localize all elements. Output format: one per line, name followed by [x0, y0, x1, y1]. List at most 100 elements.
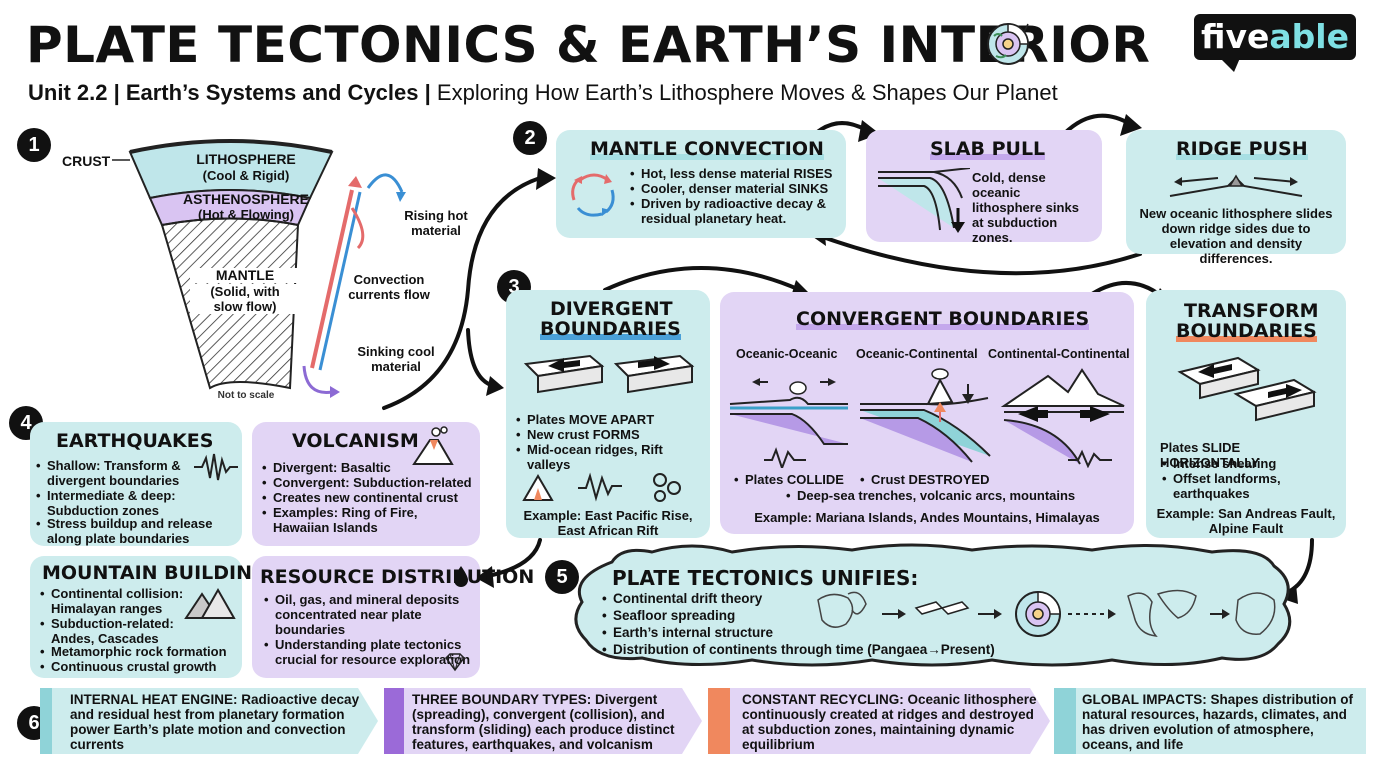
mantle-desc-1: (Solid, with: [190, 284, 300, 299]
unifies-item: Seafloor spreading: [602, 607, 1022, 624]
footer-bold: GLOBAL IMPACTS:: [1082, 692, 1207, 707]
divergent-card: DIVERGENT BOUNDARIES Plates MOVE APART N…: [506, 290, 710, 538]
convection-label-1: Convection: [353, 272, 425, 287]
sinking-label-2: material: [371, 359, 421, 374]
mantle-convection-title: MANTLE CONVECTION: [590, 138, 824, 160]
convergent-type-oo: Oceanic-Oceanic: [736, 347, 838, 361]
divergent-title-1: DIVERGENT: [550, 298, 673, 320]
footer-card-global-impacts: GLOBAL IMPACTS: Shapes distribution of n…: [1054, 688, 1366, 754]
footer-bold: THREE BOUNDARY TYPES:: [412, 692, 592, 707]
convection-label-2: currents flow: [348, 287, 430, 302]
convergent-title: CONVERGENT BOUNDARIES: [796, 308, 1090, 330]
convection-item: Driven by radioactive decay & residual p…: [630, 196, 840, 226]
resource-card: RESOURCE DISTRIBUTION Oil, gas, and mine…: [252, 556, 534, 678]
lithosphere-label: LITHOSPHERE: [196, 151, 296, 167]
volcanism-item: Convergent: Subduction-related: [262, 475, 476, 490]
unifies-item: Continental drift theory: [602, 590, 1022, 607]
page-subtitle: Unit 2.2 | Earth’s Systems and Cycles | …: [28, 80, 1058, 106]
divergent-item: Mid-ocean ridges, Rift valleys: [516, 442, 706, 472]
footer-card-boundary-types: THREE BOUNDARY TYPES: Divergent (spreadi…: [384, 688, 704, 754]
footer-text: Divergent (spreading), convergent (colli…: [412, 692, 675, 752]
divergent-title-2: BOUNDARIES: [540, 318, 681, 340]
convection-cycle-icon: [571, 173, 615, 217]
logo-speech-tail: [1220, 58, 1240, 72]
earthquake-item: Stress buildup and release along plate b…: [36, 516, 236, 546]
section-number-2: 2: [513, 121, 547, 155]
volcanism-item: Divergent: Basaltic: [262, 460, 476, 475]
gem-icon: [445, 653, 465, 672]
footer-bold: INTERNAL HEAT ENGINE:: [70, 692, 238, 707]
section-number-5: 5: [545, 560, 579, 594]
unifies-item: Earth’s internal structure: [602, 624, 1022, 641]
mountain-item: Continuous crustal growth: [40, 659, 240, 674]
rising-label-2: material: [411, 223, 461, 238]
transform-plates-icon: [1177, 356, 1317, 422]
section-number-1: 1: [17, 128, 51, 162]
resource-title: RESOURCE DISTRIBUTION: [260, 566, 535, 588]
continental-drift-sequence: [817, 589, 1276, 637]
rising-label-1: Rising hot: [404, 208, 468, 223]
mantle-label: MANTLE: [190, 268, 300, 283]
volcanism-title: VOLCANISM: [292, 430, 419, 452]
unifies-item: Distribution of continents through time …: [602, 641, 1022, 658]
convergent-type-oc: Oceanic-Continental: [856, 347, 978, 361]
divergent-item: Plates MOVE APART: [516, 412, 706, 427]
convergent-item: Deep-sea trenches, volcanic arcs, mounta…: [786, 488, 1126, 503]
mantle-convection-card: MANTLE CONVECTION Hot, less dense materi…: [556, 130, 846, 238]
transform-title-1: TRANSFORM: [1184, 300, 1319, 322]
footer-bold: CONSTANT RECYCLING:: [742, 692, 904, 707]
ridge-icon: [1169, 174, 1303, 197]
footer-text: Oceanic lithosphere continuously created…: [742, 692, 1037, 752]
volcanism-item: Creates new continental crust: [262, 490, 476, 505]
convergent-item: Crust DESTROYED: [860, 472, 1020, 487]
ridge-push-title: RIDGE PUSH: [1176, 138, 1308, 160]
transform-example: Example: San Andreas Fault, Alpine Fault: [1156, 506, 1336, 536]
not-to-scale-note: Not to scale: [214, 388, 278, 403]
convergent-cross-sections: [729, 368, 1125, 468]
footer-text: Shapes distribution of natural resources…: [1082, 692, 1354, 752]
asthenosphere-label: ASTHENOSPHERE: [182, 191, 310, 207]
mountains-icon: [184, 587, 236, 619]
volcanism-card: VOLCANISM Divergent: Basaltic Convergent…: [252, 422, 480, 546]
transform-item: Offset landforms, earthquakes: [1162, 471, 1338, 501]
earthquake-item: Intermediate & deep: Subduction zones: [36, 488, 196, 518]
page-title: PLATE TECTONICS & EARTH’S INTERIOR: [26, 16, 1151, 74]
footer-text: Radioactive decay and residual hest from…: [70, 692, 360, 752]
transform-card: TRANSFORM BOUNDARIES Plates SLIDE HORIZO…: [1146, 290, 1346, 538]
ridge-push-card: RIDGE PUSH New oceanic lithosphere slide…: [1126, 130, 1346, 266]
volcanism-item: Examples: Ring of Fire, Hawaiian Islands: [262, 505, 476, 535]
crust-layer: [129, 139, 333, 154]
brand-able: able: [1269, 17, 1349, 56]
fiveable-logo: fiveable: [1194, 14, 1356, 60]
mountain-item: Continental collision: Himalayan ranges: [40, 586, 188, 616]
crust-label: CRUST: [62, 153, 111, 169]
transform-item: Intense shearing: [1162, 456, 1338, 471]
slab-pull-card: SLAB PULL Cold, dense oceanic lithospher…: [866, 130, 1102, 245]
mantle-desc-2: slow flow): [190, 299, 300, 314]
subtitle-description: Exploring How Earth’s Lithosphere Moves …: [436, 80, 1058, 105]
divergent-item: New crust FORMS: [516, 427, 706, 442]
mountain-building-title: MOUNTAIN BUILDING: [42, 562, 268, 584]
convergent-type-cc: Continental-Continental: [988, 347, 1130, 361]
mountain-item: Metamorphic rock formation: [40, 644, 240, 659]
earthquakes-title: EARTHQUAKES: [56, 430, 214, 452]
ridge-push-text: New oceanic lithosphere slides down ridg…: [1139, 206, 1333, 266]
earth-cutaway-icon: [987, 23, 1029, 65]
convergent-card: CONVERGENT BOUNDARIES Oceanic-Oceanic Oc…: [720, 292, 1134, 534]
down-arrow-icon: [951, 208, 965, 233]
resource-item: Understanding plate tectonics crucial fo…: [264, 637, 478, 667]
divergent-icons: [522, 472, 681, 502]
resource-item: Oil, gas, and mineral deposits concentra…: [264, 592, 478, 637]
divergent-example: Example: East Pacific Rise, East African…: [523, 508, 693, 538]
earthquakes-card: EARTHQUAKES Shallow: Transform & diverge…: [30, 422, 242, 546]
unifies-title: PLATE TECTONICS UNIFIES:: [612, 566, 919, 590]
earthquake-item: Shallow: Transform & divergent boundarie…: [36, 458, 196, 488]
footer-card-heat-engine: INTERNAL HEAT ENGINE: Radioactive decay …: [40, 688, 380, 754]
seismograph-icon: [194, 453, 238, 481]
convection-item: Cooler, denser material SINKS: [630, 181, 840, 196]
plates-apart-icon: [523, 354, 695, 394]
brand-five: five: [1201, 17, 1270, 56]
transform-title-2: BOUNDARIES: [1176, 320, 1317, 342]
slab-pull-title: SLAB PULL: [930, 138, 1046, 160]
asthenosphere-desc: (Hot & Flowing): [197, 207, 295, 222]
